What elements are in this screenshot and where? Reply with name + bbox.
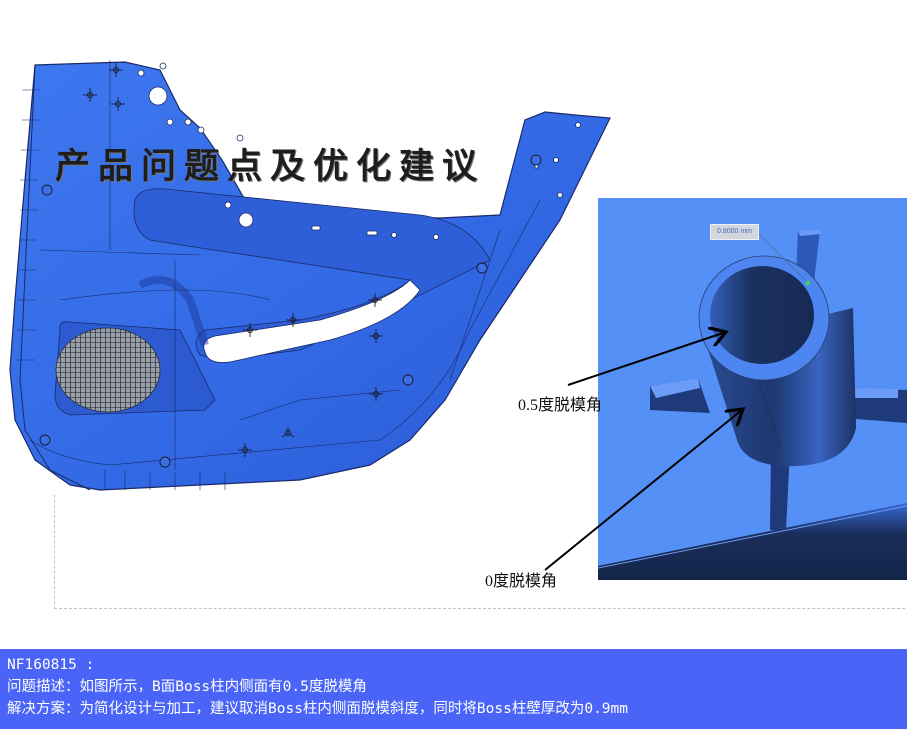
issue-code: NF160815 : bbox=[7, 657, 95, 673]
boss-column-closeup-image bbox=[598, 198, 907, 580]
callout-outer-draft-angle: 0度脱模角 bbox=[485, 573, 558, 590]
solution-description: 解决方案：为简化设计与加工，建议取消Boss柱内侧面脱模斜度，同时将Boss柱壁… bbox=[7, 701, 628, 717]
door-panel-cad-image bbox=[9, 60, 611, 491]
info-bar: NF160815 : 问题描述：如图所示，B面Boss柱内侧面有0.5度脱模角 … bbox=[0, 649, 907, 729]
dotted-frame bbox=[54, 495, 907, 609]
page-title: 产品问题点及优化建议 bbox=[55, 147, 486, 187]
measurement-label: 0.8000 mm bbox=[710, 224, 759, 240]
callout-inner-draft-angle: 0.5度脱模角 bbox=[518, 397, 603, 414]
problem-description: 问题描述：如图所示，B面Boss柱内侧面有0.5度脱模角 bbox=[7, 679, 367, 695]
